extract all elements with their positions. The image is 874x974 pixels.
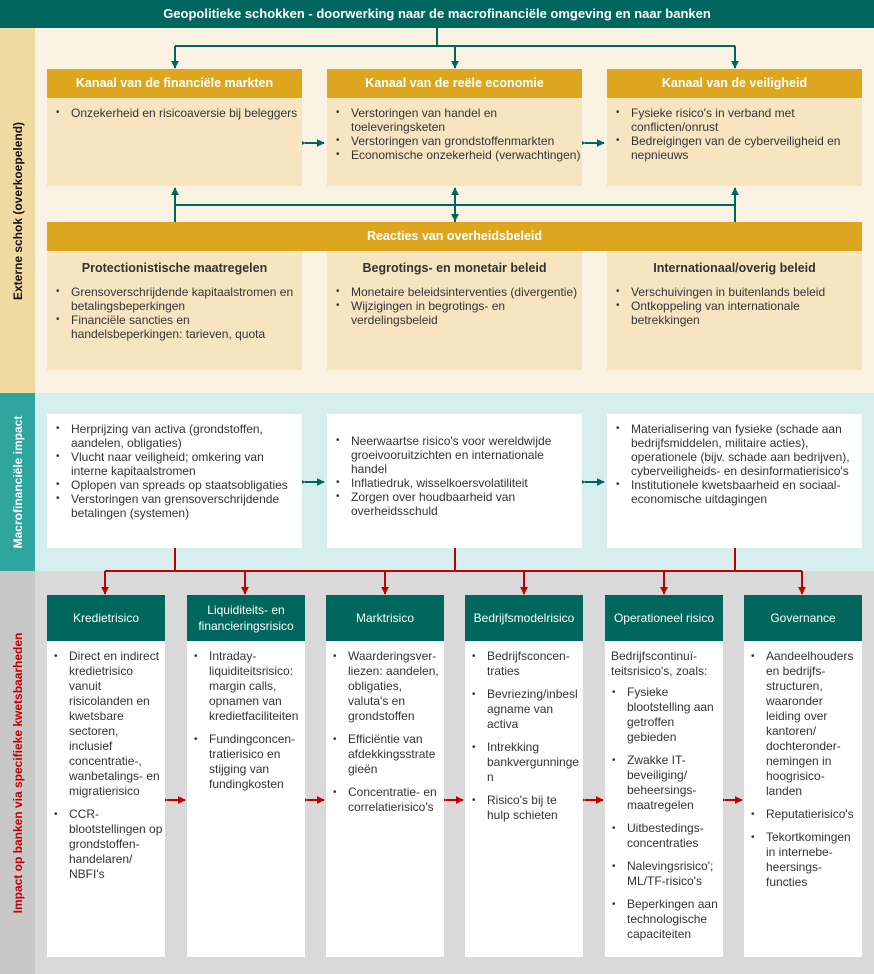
list-item: Fundingconcen-tratierisico en stijging v… [187, 732, 305, 792]
list-item: Vlucht naar veiligheid; omkering van int… [47, 450, 302, 478]
channel-title: Kanaal van de veiligheid [607, 69, 862, 98]
list-item: Neerwaartse risico's voor wereldwijde gr… [327, 434, 582, 476]
list-item: Nalevingsrisico'; ML/TF-risico's [605, 859, 723, 889]
list-item: Verstoringen van handel en toeleveringsk… [327, 106, 582, 134]
list-item: Reputatierisico's [744, 807, 862, 822]
risk-box-0: KredietrisicoDirect en indirect kredietr… [47, 595, 165, 957]
list-item: Bevriezing/inbeslagname van activa [465, 687, 583, 732]
list-item: Oplopen van spreads op staatsobligaties [47, 478, 302, 492]
bank-impact-section [35, 571, 874, 974]
list-item: Waarderingsver-liezen: aandelen, obligat… [326, 649, 444, 724]
list-item: Materialisering van fysieke (schade aan … [607, 422, 862, 478]
risk-box-2: MarktrisicoWaarderingsver-liezen: aandel… [326, 595, 444, 957]
list-item: Zwakke IT-beveiliging/ beheersings-maatr… [605, 753, 723, 813]
list-item: CCR-blootstellingen op grondstoffen-hand… [47, 807, 165, 882]
list-item: Institutionele kwetsbaarheid en sociaal-… [607, 478, 862, 506]
risk-title: Kredietrisico [47, 595, 165, 641]
list-item: Monetaire beleidsinterventies (divergent… [327, 285, 582, 299]
list-item: Wijzigingen in begrotings- en verdelings… [327, 299, 582, 327]
list-item: Bedreigingen van de cyberveiligheid en n… [607, 134, 862, 162]
macro-box-economy: Neerwaartse risico's voor wereldwijde gr… [327, 414, 582, 548]
list-item: Ontkoppeling van internationale betrekki… [607, 299, 862, 327]
risk-intro: Bedrijfscontinuï-teitsrisico's, zoals: [611, 649, 708, 678]
risk-title: Marktrisico [326, 595, 444, 641]
policy-column: Begrotings- en monetair beleid Monetaire… [327, 251, 582, 370]
list-item: Intraday-liquiditeitsrisico: margin call… [187, 649, 305, 724]
risk-title: Bedrijfsmodelrisico [465, 595, 583, 641]
section-label-banks: Impact op banken via specifieke kwetsbaa… [0, 571, 35, 974]
channel-title: Kanaal van de financiële markten [47, 69, 302, 98]
risk-box-3: BedrijfsmodelrisicoBedrijfsconcen-tratie… [465, 595, 583, 957]
channel-financial-markets: Kanaal van de financiële markten Onzeker… [47, 69, 302, 186]
list-item: Onzekerheid en risicoaversie bij belegge… [47, 106, 302, 120]
section-label-external: Externe schok (overkoepelend) [0, 28, 35, 393]
list-item: Concentratie- en correlatierisico's [326, 785, 444, 815]
list-item: Financiële sancties en handelsbeperkinge… [47, 313, 302, 341]
list-item: Aandeelhouders en bedrijfs-structuren, w… [744, 649, 862, 799]
list-item: Efficiëntie van afdekkingsstrategieën [326, 732, 444, 777]
macro-box-security: Materialisering van fysieke (schade aan … [607, 414, 862, 548]
risk-box-5: GovernanceAandeelhouders en bedrijfs-str… [744, 595, 862, 957]
list-item: Economische onzekerheid (verwachtingen) [327, 148, 582, 162]
policy-column: Protectionistische maatregelen Grensover… [47, 251, 302, 370]
list-item: Fysieke risico's in verband met conflict… [607, 106, 862, 134]
channel-real-economy: Kanaal van de reële economie Verstoringe… [327, 69, 582, 186]
list-item: Intrekking bankvergunningen [465, 740, 583, 785]
risk-title: Governance [744, 595, 862, 641]
list-item: Uitbestedings-concentraties [605, 821, 723, 851]
policy-title: Reacties van overheidsbeleid [47, 222, 862, 251]
macro-box-markets: Herprijzing van activa (grondstoffen, aa… [47, 414, 302, 548]
list-item: Verschuivingen in buitenlands beleid [607, 285, 862, 299]
list-item: Verstoringen van grondstoffenmarkten [327, 134, 582, 148]
policy-column-title: Protectionistische maatregelen [81, 261, 268, 275]
channel-title: Kanaal van de reële economie [327, 69, 582, 98]
list-item: Verstoringen van grensoverschrijdende be… [47, 492, 302, 520]
list-item: Risico's bij te hulp schieten [465, 793, 583, 823]
policy-column: Internationaal/overig beleid Verschuivin… [607, 251, 862, 370]
risk-box-1: Liquiditeits- en financieringsrisicoIntr… [187, 595, 305, 957]
risk-title: Operationeel risico [605, 595, 723, 641]
list-item: Tekortkomingen in internebe-heersings-fu… [744, 830, 862, 890]
list-item: Direct en indirect kredietrisico vanuit … [47, 649, 165, 799]
policy-column-title: Begrotings- en monetair beleid [362, 261, 547, 275]
list-item: Zorgen over houdbaarheid van overheidssc… [327, 490, 582, 518]
section-label-macro: Macrofinanciële impact [0, 393, 35, 571]
list-item: Beperkingen aan technologische capacitei… [605, 897, 723, 942]
policy-column-title: Internationaal/overig beleid [653, 261, 816, 275]
risk-title: Liquiditeits- en financieringsrisico [187, 595, 305, 641]
list-item: Bedrijfsconcen-traties [465, 649, 583, 679]
list-item: Grensoverschrijdende kapitaalstromen en … [47, 285, 302, 313]
diagram-title: Geopolitieke schokken - doorwerking naar… [0, 0, 874, 28]
list-item: Herprijzing van activa (grondstoffen, aa… [47, 422, 302, 450]
channel-security: Kanaal van de veiligheid Fysieke risico'… [607, 69, 862, 186]
list-item: Inflatiedruk, wisselkoersvolatiliteit [327, 476, 582, 490]
list-item: Fysieke blootstelling aan getroffen gebi… [605, 685, 723, 745]
